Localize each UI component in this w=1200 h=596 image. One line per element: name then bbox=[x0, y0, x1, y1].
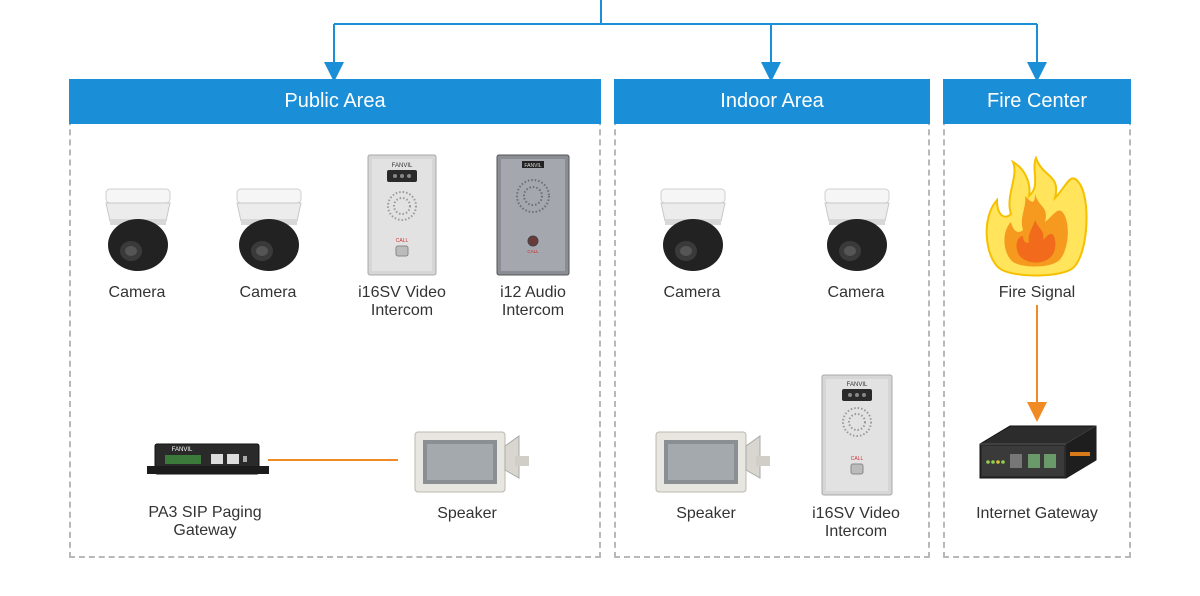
public-area-panel: Public Area bbox=[69, 79, 601, 558]
i12-intercom-label: i12 Audio Intercom bbox=[500, 284, 566, 319]
i16sv-intercom-label: i16SV Video Intercom bbox=[358, 284, 446, 319]
public-area-header: Public Area bbox=[69, 79, 601, 124]
camera-icon bbox=[824, 188, 890, 271]
indoor-area-panel: Indoor Area bbox=[614, 79, 930, 558]
camera-label: Camera bbox=[108, 284, 166, 301]
indoor-area-header: Indoor Area bbox=[614, 79, 930, 124]
internet-gateway-label: Internet Gateway bbox=[976, 505, 1098, 522]
pa3-gateway-label: PA3 SIP Paging Gateway bbox=[148, 504, 262, 539]
internet-gateway-icon bbox=[979, 425, 1097, 479]
fire-center-header: Fire Center bbox=[943, 79, 1131, 124]
video-intercom-icon: FANVIL CALL bbox=[367, 154, 437, 276]
horn-speaker-icon bbox=[655, 431, 770, 493]
brand-text: FANVIL bbox=[392, 163, 413, 169]
call-text: CALL bbox=[396, 238, 409, 244]
video-intercom-icon: FANVIL CALL bbox=[821, 374, 893, 496]
camera-label: Camera bbox=[663, 284, 721, 301]
call-text: CALL bbox=[851, 456, 864, 462]
call-text: CALL bbox=[527, 249, 539, 254]
brand-text: FANVIL bbox=[172, 447, 193, 453]
fire-icon bbox=[985, 156, 1088, 277]
fire-center-panel: Fire Center bbox=[943, 79, 1131, 558]
brand-text: FANVIL bbox=[524, 163, 541, 169]
camera-icon bbox=[236, 188, 302, 271]
i16sv-intercom-label: i16SV Video Intercom bbox=[812, 505, 900, 540]
speaker-label: Speaker bbox=[676, 505, 736, 522]
speaker-label: Speaker bbox=[437, 505, 497, 522]
fire-signal-label: Fire Signal bbox=[998, 284, 1076, 301]
camera-icon bbox=[660, 188, 726, 271]
horn-speaker-icon bbox=[414, 431, 529, 493]
camera-label: Camera bbox=[239, 284, 297, 301]
audio-intercom-icon: FANVIL CALL bbox=[496, 154, 570, 276]
camera-icon bbox=[105, 188, 171, 271]
paging-gateway-icon: FANVIL bbox=[147, 443, 269, 475]
camera-label: Camera bbox=[827, 284, 885, 301]
brand-text: FANVIL bbox=[847, 382, 868, 388]
